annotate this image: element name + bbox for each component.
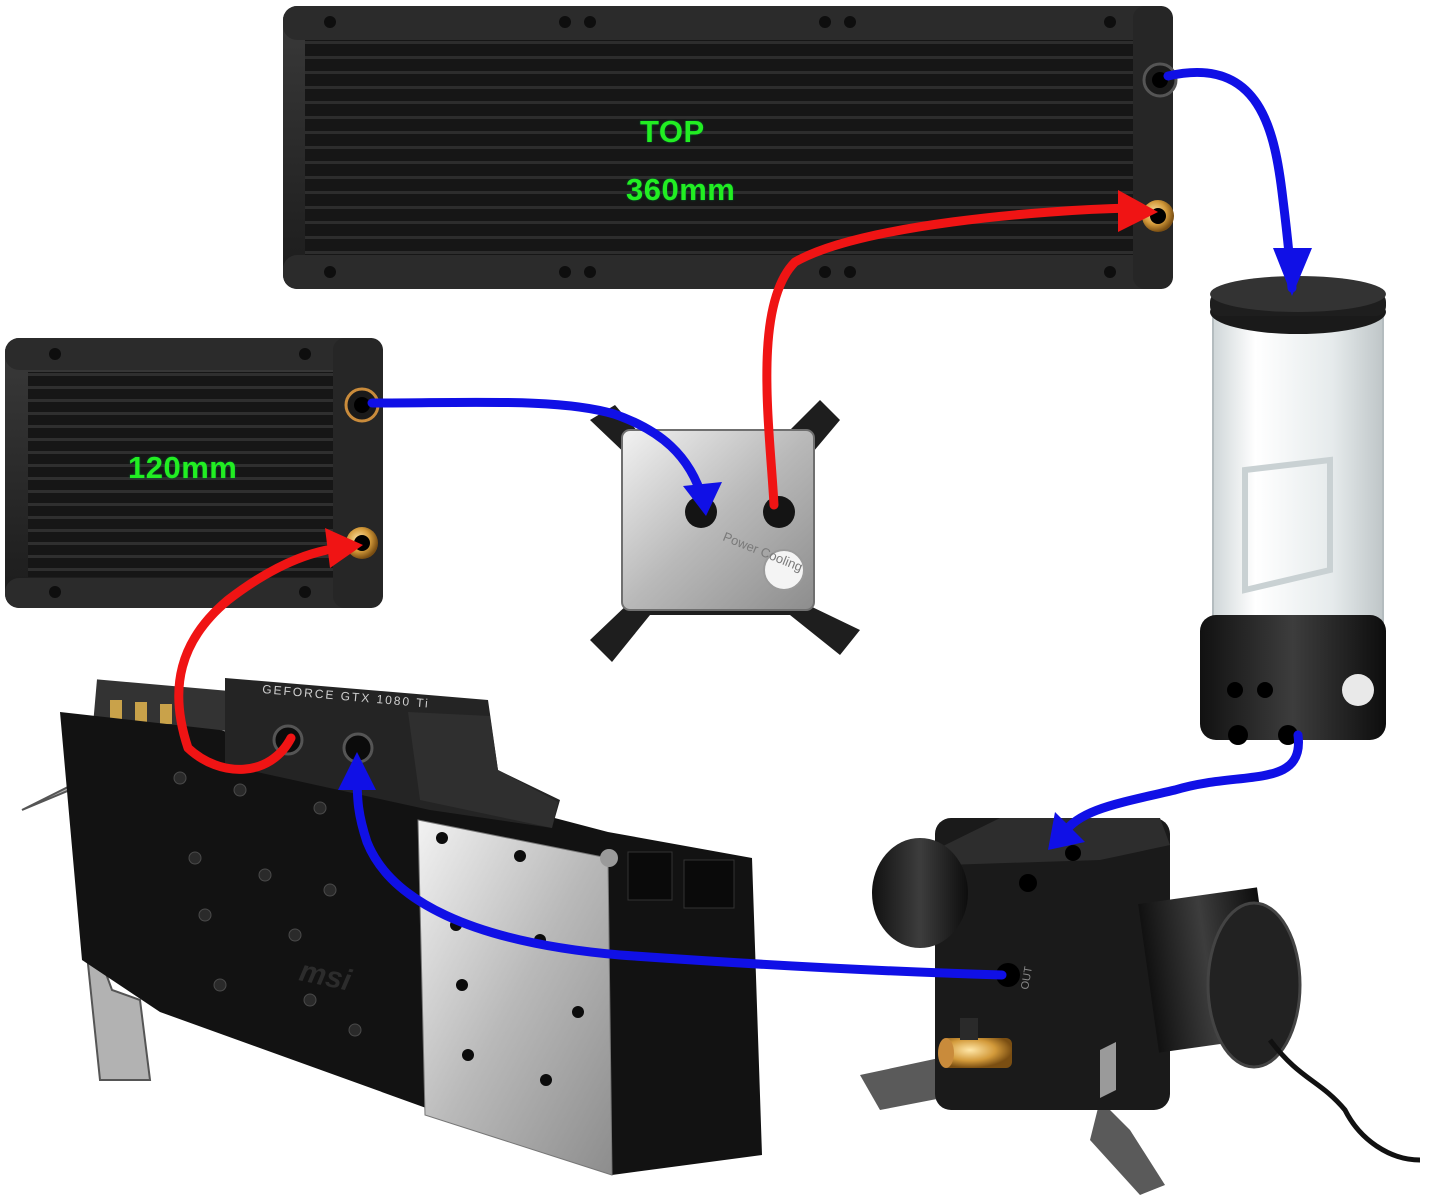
flow-line-cold-res-to-pump (1057, 730, 1303, 840)
radiator-120-size-label: 120mm (128, 450, 238, 485)
flow-line-hot-cpu-to-rad360 (762, 203, 1135, 510)
arrowhead-gpu-inlet (338, 752, 376, 790)
cpu-block-logo (763, 549, 805, 591)
pump-port-text: OUT (1019, 965, 1035, 990)
cpu-block-outlet (763, 496, 795, 528)
pump-foot-right (1090, 1100, 1165, 1195)
radiator-360 (283, 6, 1178, 289)
arrowhead-pump-inlet (1048, 812, 1085, 850)
gpu: GEFORCE GTX 1080 Ti msi (21, 678, 762, 1176)
pump-motor-right (1206, 901, 1302, 1069)
arrowhead-reservoir (1273, 248, 1312, 296)
arrowhead-cpu-inlet (683, 482, 722, 516)
reservoir-logo (1242, 456, 1333, 594)
radiator-360-label: TOP (640, 114, 705, 149)
pump-outlet (996, 963, 1020, 987)
reservoir-outlet (1278, 725, 1298, 745)
radiator-360-size-label: 360mm (626, 172, 736, 207)
radiator-120-fins (28, 372, 333, 577)
arrowhead-rad120-inlet (325, 528, 363, 568)
arrowhead-rad360-inlet (1118, 190, 1158, 232)
radiator-360-fins (305, 40, 1133, 255)
cpu-block: Power Cooling (590, 400, 860, 662)
pump-drain-valve (938, 1018, 1012, 1068)
flow-line-cold-rad120-to-cpu (367, 397, 708, 505)
gpu-power-connectors (627, 851, 735, 909)
pump-inlet (1065, 845, 1081, 861)
reservoir-badge (1342, 674, 1374, 706)
radiator-360-port-upper (1142, 62, 1178, 98)
gpu-steel-plate (417, 819, 613, 1176)
pump-cable (1268, 1038, 1421, 1163)
flow-line-cold-rad360-to-res (1163, 67, 1297, 293)
pump-motor-left (872, 838, 968, 948)
reservoir (1200, 276, 1386, 745)
flow-arrowheads (325, 190, 1312, 850)
flow-line-hot-gpu-to-rad120 (174, 542, 357, 774)
flow-line-cold-pump-to-gpu (352, 767, 1007, 980)
pump: OUT (860, 818, 1421, 1195)
